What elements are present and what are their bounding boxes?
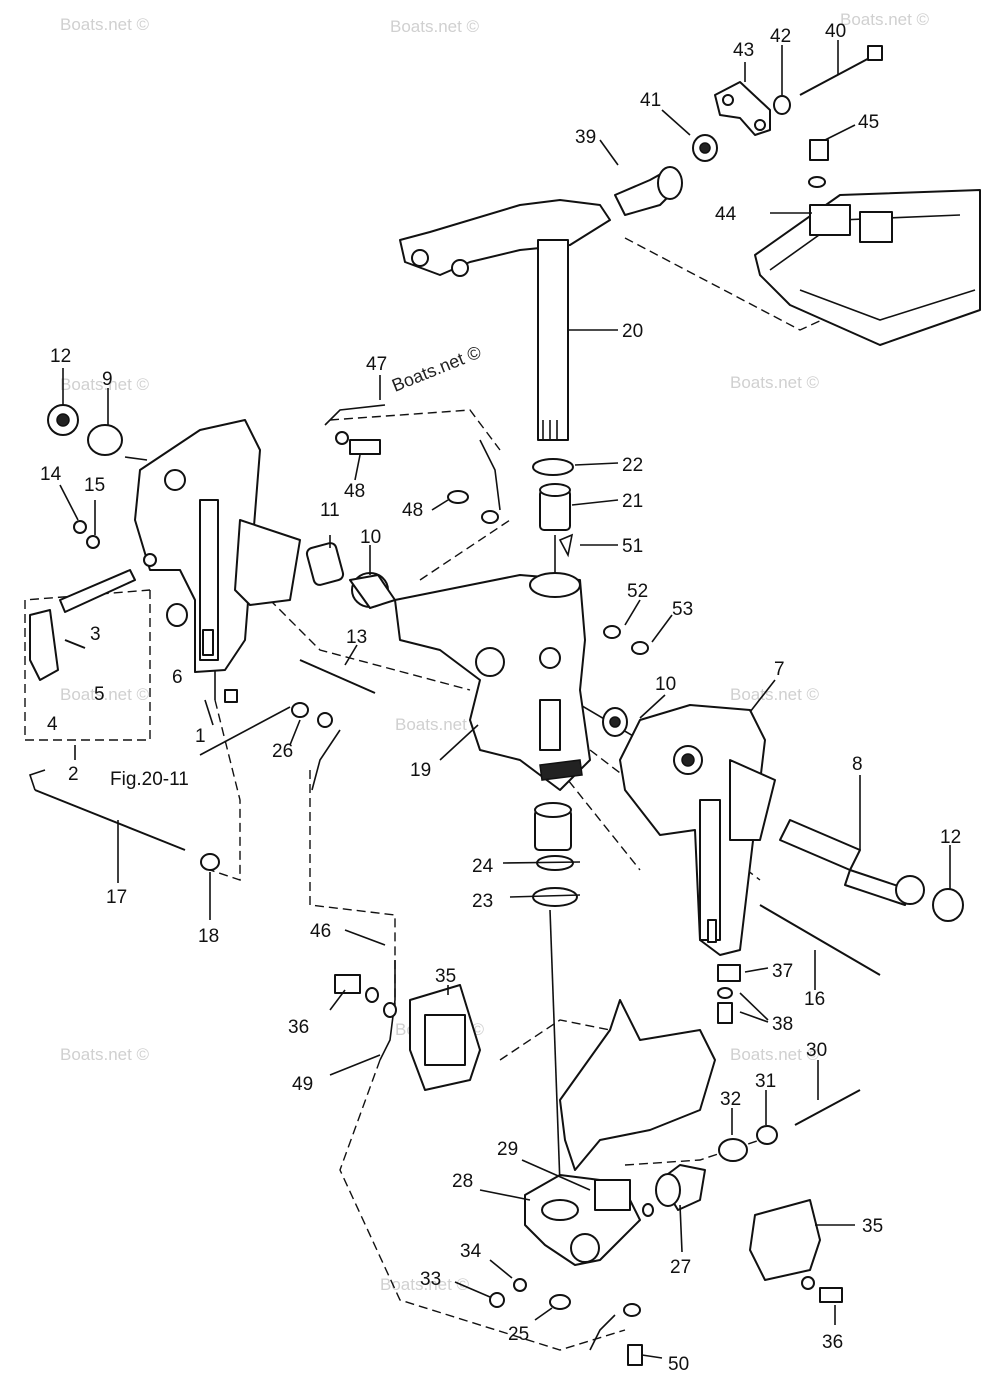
callout-label: 14 xyxy=(40,464,62,485)
callout-labels: 1 2 3 4 5 6 7 8 9 10 10 11 12 12 13 14 1… xyxy=(40,21,961,1375)
part-clamp-bracket-left xyxy=(134,419,301,673)
part-lower-mount xyxy=(409,984,861,1310)
callout-label: 48 xyxy=(402,500,423,521)
callout-label: 53 xyxy=(672,599,693,620)
callout-label: 9 xyxy=(102,369,113,390)
part-small-fasteners-left xyxy=(29,404,238,703)
callout-label: 12 xyxy=(50,346,71,367)
leader-lines xyxy=(59,40,951,1359)
watermark: Boats.net © xyxy=(840,10,930,29)
part-steering-arm xyxy=(399,199,611,441)
watermark: Boats.net © xyxy=(60,15,150,34)
watermark: Boats.net © xyxy=(389,342,484,396)
callout-label: 49 xyxy=(292,1074,313,1095)
callout-label: 10 xyxy=(360,527,381,548)
callout-label: 33 xyxy=(420,1269,441,1290)
callout-label: 20 xyxy=(622,321,643,342)
callout-label: 24 xyxy=(472,856,494,877)
assembly-lines xyxy=(24,237,981,1351)
callout-label: 48 xyxy=(344,481,365,502)
watermark: Boats.net © xyxy=(395,715,485,734)
part-bracket-43 xyxy=(714,45,883,136)
callout-label: 6 xyxy=(172,667,183,688)
callout-label: 2 xyxy=(68,764,79,785)
watermark: Boats.net © xyxy=(390,17,480,36)
callout-label: 19 xyxy=(410,760,431,781)
callout-label: 28 xyxy=(452,1171,473,1192)
callout-label: 36 xyxy=(288,1017,309,1038)
callout-label: 47 xyxy=(366,354,387,375)
callout-label: 40 xyxy=(825,21,846,42)
callout-label: 50 xyxy=(668,1354,689,1375)
callout-label: 31 xyxy=(755,1071,776,1092)
callout-label: 13 xyxy=(346,627,367,648)
callout-label: 52 xyxy=(627,581,648,602)
callout-label: 1 xyxy=(195,726,206,747)
callout-label: 5 xyxy=(94,684,105,705)
callout-label: 11 xyxy=(320,500,340,521)
callout-label: 15 xyxy=(84,475,105,496)
callout-label: 34 xyxy=(460,1241,482,1262)
part-clamp-bracket-right xyxy=(619,704,776,956)
watermark: Boats.net © xyxy=(60,685,150,704)
callout-label: 36 xyxy=(822,1332,843,1353)
watermark: Boats.net © xyxy=(730,685,820,704)
callout-label: 12 xyxy=(940,827,961,848)
watermark: Boats.net © xyxy=(730,373,820,392)
part-swivel-bracket-19 xyxy=(349,572,591,791)
callout-label: 3 xyxy=(90,624,101,645)
callout-label: 32 xyxy=(720,1089,741,1110)
callout-label: 43 xyxy=(733,40,754,61)
callout-label: 38 xyxy=(772,1014,793,1035)
callout-label: 17 xyxy=(106,887,127,908)
watermark: Boats.net © xyxy=(730,1045,820,1064)
part-ground-wires xyxy=(291,404,643,1366)
watermark: Boats.net © xyxy=(380,1275,470,1294)
part-engine-base-44 xyxy=(754,139,981,346)
callout-label: 30 xyxy=(806,1040,827,1061)
callout-label: 35 xyxy=(435,966,456,987)
part-right-shaft-8 xyxy=(717,819,964,1024)
callout-label: 41 xyxy=(640,90,661,111)
part-lower-bushings xyxy=(532,802,578,907)
part-bushings-upper xyxy=(532,458,574,558)
figure-reference: Fig.20-11 xyxy=(110,769,189,790)
callout-label: 39 xyxy=(575,127,596,148)
callout-label: 21 xyxy=(622,491,643,512)
callout-label: 26 xyxy=(272,741,293,762)
callout-label: 16 xyxy=(804,989,825,1010)
callout-label: 23 xyxy=(472,891,493,912)
callout-label: 4 xyxy=(47,714,58,735)
watermark: Boats.net © xyxy=(60,1045,150,1064)
callout-label: 37 xyxy=(772,961,793,982)
part-pins-and-shafts xyxy=(28,542,649,871)
watermark: Boats.net © xyxy=(60,375,150,394)
callout-label: 22 xyxy=(622,455,643,476)
callout-label: 7 xyxy=(774,659,785,680)
callout-label: 27 xyxy=(670,1257,691,1278)
callout-label: 25 xyxy=(508,1324,529,1345)
callout-label: 51 xyxy=(622,536,643,557)
callout-label: 29 xyxy=(497,1139,518,1160)
callout-label: 44 xyxy=(715,204,737,225)
callout-label: 46 xyxy=(310,921,331,942)
callout-label: 35 xyxy=(862,1216,883,1237)
callout-label: 42 xyxy=(770,26,791,47)
callout-label: 18 xyxy=(198,926,219,947)
callout-label: 8 xyxy=(852,754,863,775)
callout-label: 10 xyxy=(655,674,676,695)
callout-label: 45 xyxy=(858,112,879,133)
part-rubber-mount-39 xyxy=(614,134,718,216)
